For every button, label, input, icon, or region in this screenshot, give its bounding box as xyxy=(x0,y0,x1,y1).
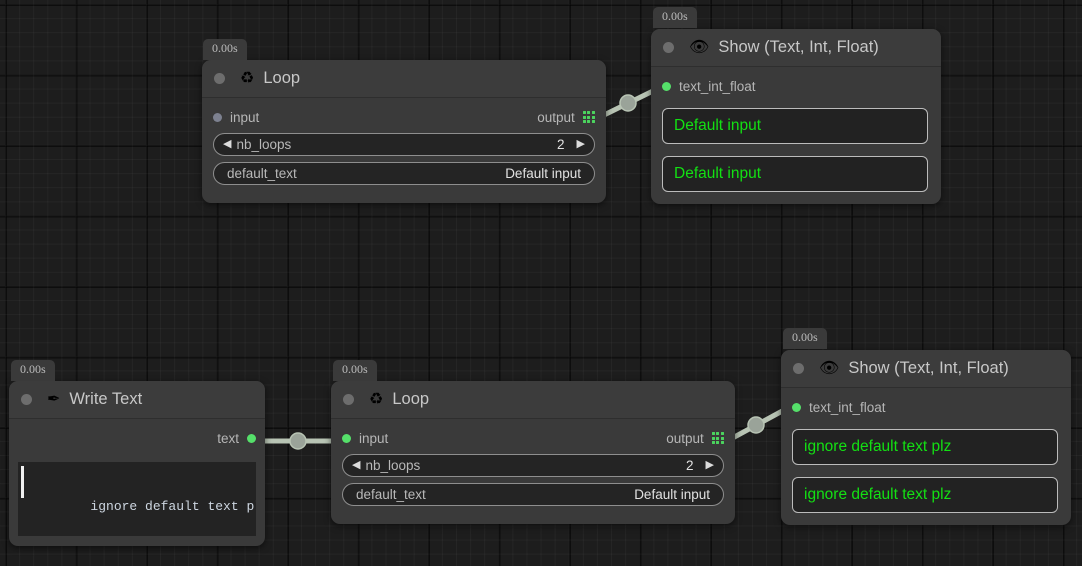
input-port-dot[interactable] xyxy=(342,433,351,443)
input-port-label: input xyxy=(230,109,260,125)
eye-icon: 👁 xyxy=(689,38,710,56)
output-port-label: text xyxy=(217,430,239,446)
display-value-box: Default input xyxy=(662,108,928,144)
node-title: Loop xyxy=(263,69,301,87)
param-stepper-nb-loops[interactable]: ◀ nb_loops 2 ▶ xyxy=(213,133,595,156)
port-row: text_int_float xyxy=(662,76,928,96)
stepper-increment-icon[interactable]: ▶ xyxy=(705,459,714,471)
collapse-toggle-icon[interactable] xyxy=(793,363,804,374)
param-label: nb_loops xyxy=(236,137,292,152)
eye-icon: 👁 xyxy=(819,359,840,377)
node-write-text[interactable]: ✒ Write Text text ignore default text pl… xyxy=(9,381,265,546)
pen-nib-icon: ✒ xyxy=(47,390,61,408)
recycle-icon: ♻ xyxy=(369,390,384,408)
node-loop-top[interactable]: ♻ Loop input output ◀ nb_loops 2 ▶ xyxy=(202,60,606,203)
port-row: text_int_float xyxy=(792,397,1058,417)
input-port-dot[interactable] xyxy=(662,81,671,91)
collapse-toggle-icon[interactable] xyxy=(21,394,32,405)
node-show-top[interactable]: 👁 Show (Text, Int, Float) text_int_float… xyxy=(651,29,941,204)
text-caret xyxy=(21,466,24,498)
edge-write-text-to-loop-bottom xyxy=(255,432,341,450)
stepper-decrement-icon[interactable]: ◀ xyxy=(352,459,361,471)
input-port-dot[interactable] xyxy=(792,402,801,412)
display-value-box: ignore default text plz xyxy=(792,429,1058,465)
edge-loop-top-to-show-top xyxy=(597,87,658,120)
node-header-show-top[interactable]: 👁 Show (Text, Int, Float) xyxy=(651,29,941,67)
stepper-increment-icon[interactable]: ▶ xyxy=(576,138,585,150)
param-stepper-nb-loops[interactable]: ◀ nb_loops 2 ▶ xyxy=(342,454,724,477)
output-port-label: output xyxy=(537,109,575,125)
node-title: Loop xyxy=(392,390,430,408)
node-show-bottom[interactable]: 👁 Show (Text, Int, Float) text_int_float… xyxy=(781,350,1071,525)
text-input-value: ignore default text plz xyxy=(90,499,256,514)
node-timestamp-show-top: 0.00s xyxy=(653,7,697,28)
node-body-show-bottom: text_int_float ignore default text plz i… xyxy=(781,388,1071,525)
input-port-label: text_int_float xyxy=(809,399,886,415)
node-body-write-text: text ignore default text plz xyxy=(9,419,265,546)
param-value[interactable]: Default input xyxy=(505,166,581,181)
port-row: input output xyxy=(342,428,724,448)
node-body-show-top: text_int_float Default input Default inp… xyxy=(651,67,941,204)
node-timestamp-loop-bottom: 0.00s xyxy=(333,360,377,381)
node-header-loop-top[interactable]: ♻ Loop xyxy=(202,60,606,98)
param-field-default-text[interactable]: default_text Default input xyxy=(213,162,595,185)
node-header-write-text[interactable]: ✒ Write Text xyxy=(9,381,265,419)
input-port-dot[interactable] xyxy=(213,112,222,122)
node-loop-bottom[interactable]: ♻ Loop input output ◀ nb_loops 2 ▶ xyxy=(331,381,735,524)
collapse-toggle-icon[interactable] xyxy=(214,73,225,84)
input-port-label: text_int_float xyxy=(679,78,756,94)
grid-icon[interactable] xyxy=(711,431,724,445)
node-timestamp-write-text: 0.00s xyxy=(11,360,55,381)
display-value-box: Default input xyxy=(662,156,928,192)
node-title: Show (Text, Int, Float) xyxy=(718,38,879,56)
param-value[interactable]: Default input xyxy=(634,487,710,502)
node-timestamp-loop-top: 0.00s xyxy=(203,39,247,60)
output-port-label: output xyxy=(666,430,704,446)
node-timestamp-show-bottom: 0.00s xyxy=(783,328,827,349)
output-port-dot[interactable] xyxy=(247,433,256,443)
port-row: input output xyxy=(213,107,595,127)
recycle-icon: ♻ xyxy=(240,69,255,87)
node-body-loop-top: input output ◀ nb_loops 2 ▶ default_text… xyxy=(202,98,606,203)
param-label: default_text xyxy=(356,487,426,502)
display-value-box: ignore default text plz xyxy=(792,477,1058,513)
text-input-area[interactable]: ignore default text plz xyxy=(18,462,256,536)
port-row: text xyxy=(18,428,256,448)
param-value[interactable]: 2 xyxy=(686,458,694,473)
param-label: default_text xyxy=(227,166,297,181)
param-field-default-text[interactable]: default_text Default input xyxy=(342,483,724,506)
collapse-toggle-icon[interactable] xyxy=(343,394,354,405)
param-value[interactable]: 2 xyxy=(557,137,565,152)
node-title: Write Text xyxy=(69,390,143,408)
node-title: Show (Text, Int, Float) xyxy=(848,359,1009,377)
input-port-label: input xyxy=(359,430,389,446)
edge-loop-bottom-to-show-bottom xyxy=(724,406,789,444)
stepper-decrement-icon[interactable]: ◀ xyxy=(223,138,232,150)
grid-icon[interactable] xyxy=(582,110,595,124)
node-header-show-bottom[interactable]: 👁 Show (Text, Int, Float) xyxy=(781,350,1071,388)
collapse-toggle-icon[interactable] xyxy=(663,42,674,53)
node-body-loop-bottom: input output ◀ nb_loops 2 ▶ default_text… xyxy=(331,419,735,524)
node-header-loop-bottom[interactable]: ♻ Loop xyxy=(331,381,735,419)
param-label: nb_loops xyxy=(365,458,421,473)
